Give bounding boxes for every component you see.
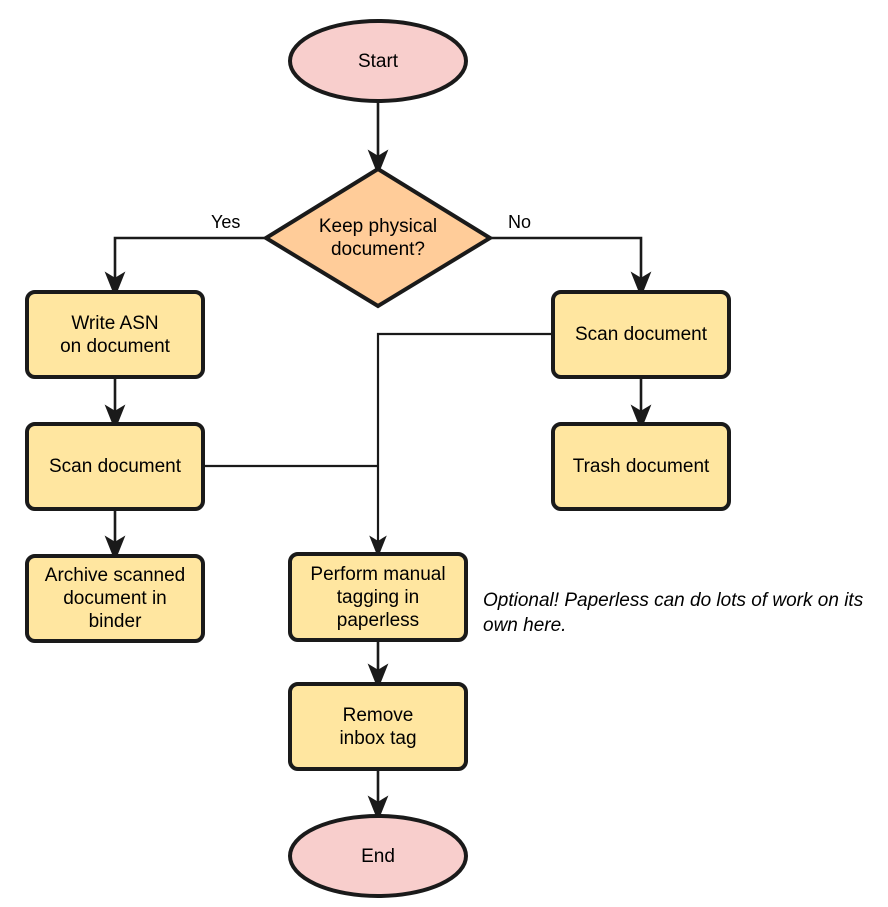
node-shape-scan-right <box>551 290 731 379</box>
connector-decision-yes-to-write-asn <box>104 236 265 298</box>
node-shape-tagging <box>288 552 468 642</box>
edge-label-no: No <box>508 212 532 232</box>
connector-decision-no-to-scan-right <box>491 236 652 298</box>
connector-scan-right-to-tagging <box>369 332 552 558</box>
node-shape-trash <box>551 422 731 511</box>
node-shape-end <box>288 814 468 898</box>
edge-label-yes: Yes <box>211 212 241 232</box>
optional-note: Optional! Paperless can do lots of work … <box>483 590 864 636</box>
node-shape-remove-inbox <box>288 682 468 771</box>
node-shape-scan-left <box>25 422 205 511</box>
node-shape-write-asn <box>25 290 205 379</box>
node-shape-archive <box>25 554 205 643</box>
node-shape-start <box>288 19 468 103</box>
node-shape-decision <box>262 166 494 309</box>
